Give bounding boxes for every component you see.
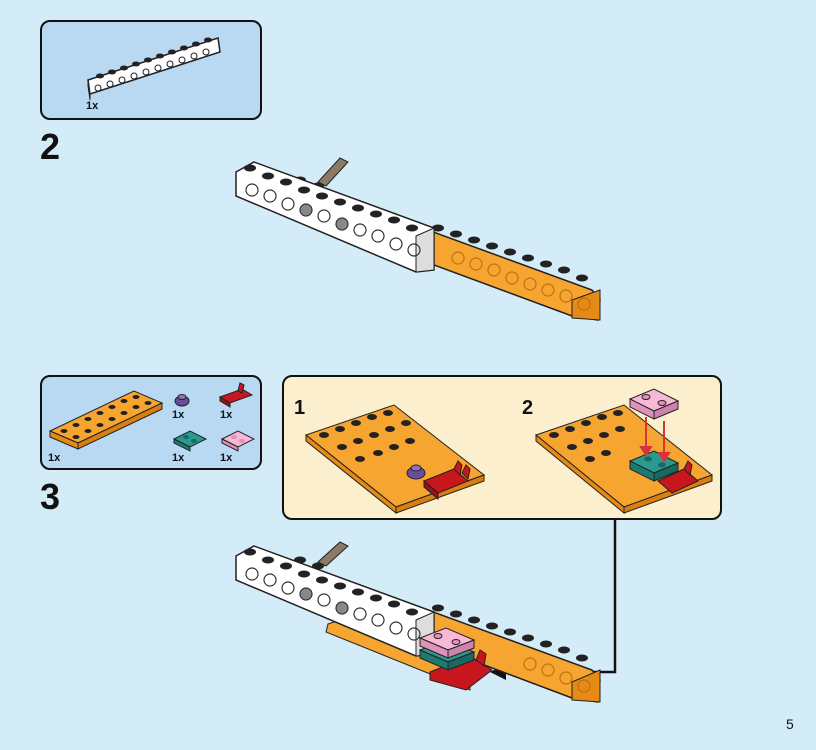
- substep-number: 1: [294, 397, 306, 419]
- part-qty: 1x: [86, 100, 99, 112]
- white-technic-beam-part: [87, 37, 221, 101]
- part-qty: 1x: [48, 452, 61, 464]
- pink-plate-part: [220, 430, 256, 452]
- step-number: 3: [40, 476, 61, 517]
- substep-callout: 1 2: [282, 375, 722, 520]
- purple-round-plate-part: [174, 394, 190, 407]
- part-qty: 1x: [172, 452, 185, 464]
- part-qty: 1x: [220, 409, 233, 421]
- step3-parts-illustration: [48, 382, 256, 452]
- step2-parts-box: 1x: [40, 20, 262, 120]
- teal-plate-part: [172, 430, 208, 452]
- substep-number: 2: [522, 397, 534, 419]
- page-number: 5: [786, 716, 794, 732]
- step3-parts-box: 1x 1x 1x 1x 1x: [40, 375, 262, 470]
- substep2-assembly: [534, 388, 714, 515]
- part-qty: 1x: [220, 452, 233, 464]
- part-qty: 1x: [172, 409, 185, 421]
- step-number: 2: [40, 126, 61, 167]
- substep-illustrations: [304, 388, 714, 515]
- placement-arrows: [639, 417, 671, 463]
- red-clip-plate-part: [218, 382, 254, 408]
- substep1-assembly: [304, 404, 486, 515]
